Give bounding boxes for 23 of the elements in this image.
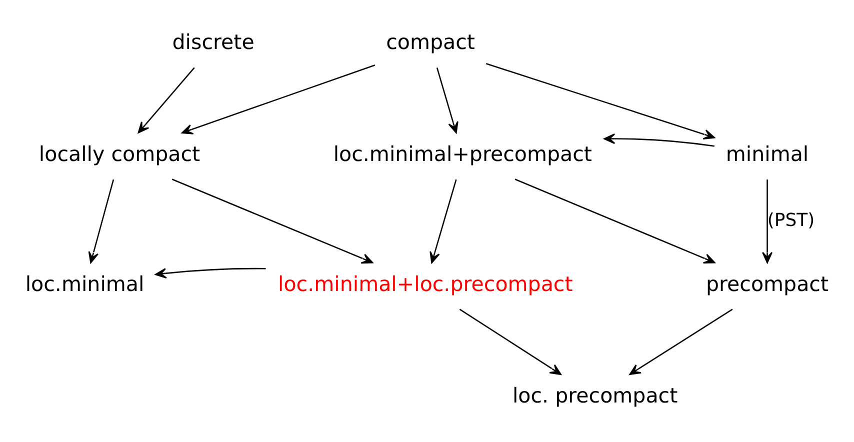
arrow xyxy=(88,179,114,264)
arrow xyxy=(436,67,458,134)
arrow xyxy=(155,268,266,279)
arrow xyxy=(762,180,773,264)
node-text: precompact xyxy=(706,272,829,296)
arrow xyxy=(138,67,195,134)
node-text: loc.minimal xyxy=(25,272,144,296)
node-text: compact xyxy=(386,30,475,54)
node-text: minimal xyxy=(726,142,809,166)
arrow xyxy=(514,178,716,264)
node-text: loc. precompact xyxy=(512,384,678,408)
arrow xyxy=(604,133,715,147)
arrow xyxy=(430,179,457,264)
node-text: discrete xyxy=(172,30,254,54)
edge-label: (PST) xyxy=(767,210,815,231)
arrow xyxy=(459,308,562,375)
node-text: loc.minimal+precompact xyxy=(333,142,592,166)
node-text: loc.minimal+loc.precompact xyxy=(278,272,573,296)
arrow xyxy=(486,63,715,140)
arrow xyxy=(629,308,733,375)
arrow xyxy=(181,64,376,134)
arrow xyxy=(172,178,374,264)
node-text: locally compact xyxy=(38,142,200,166)
